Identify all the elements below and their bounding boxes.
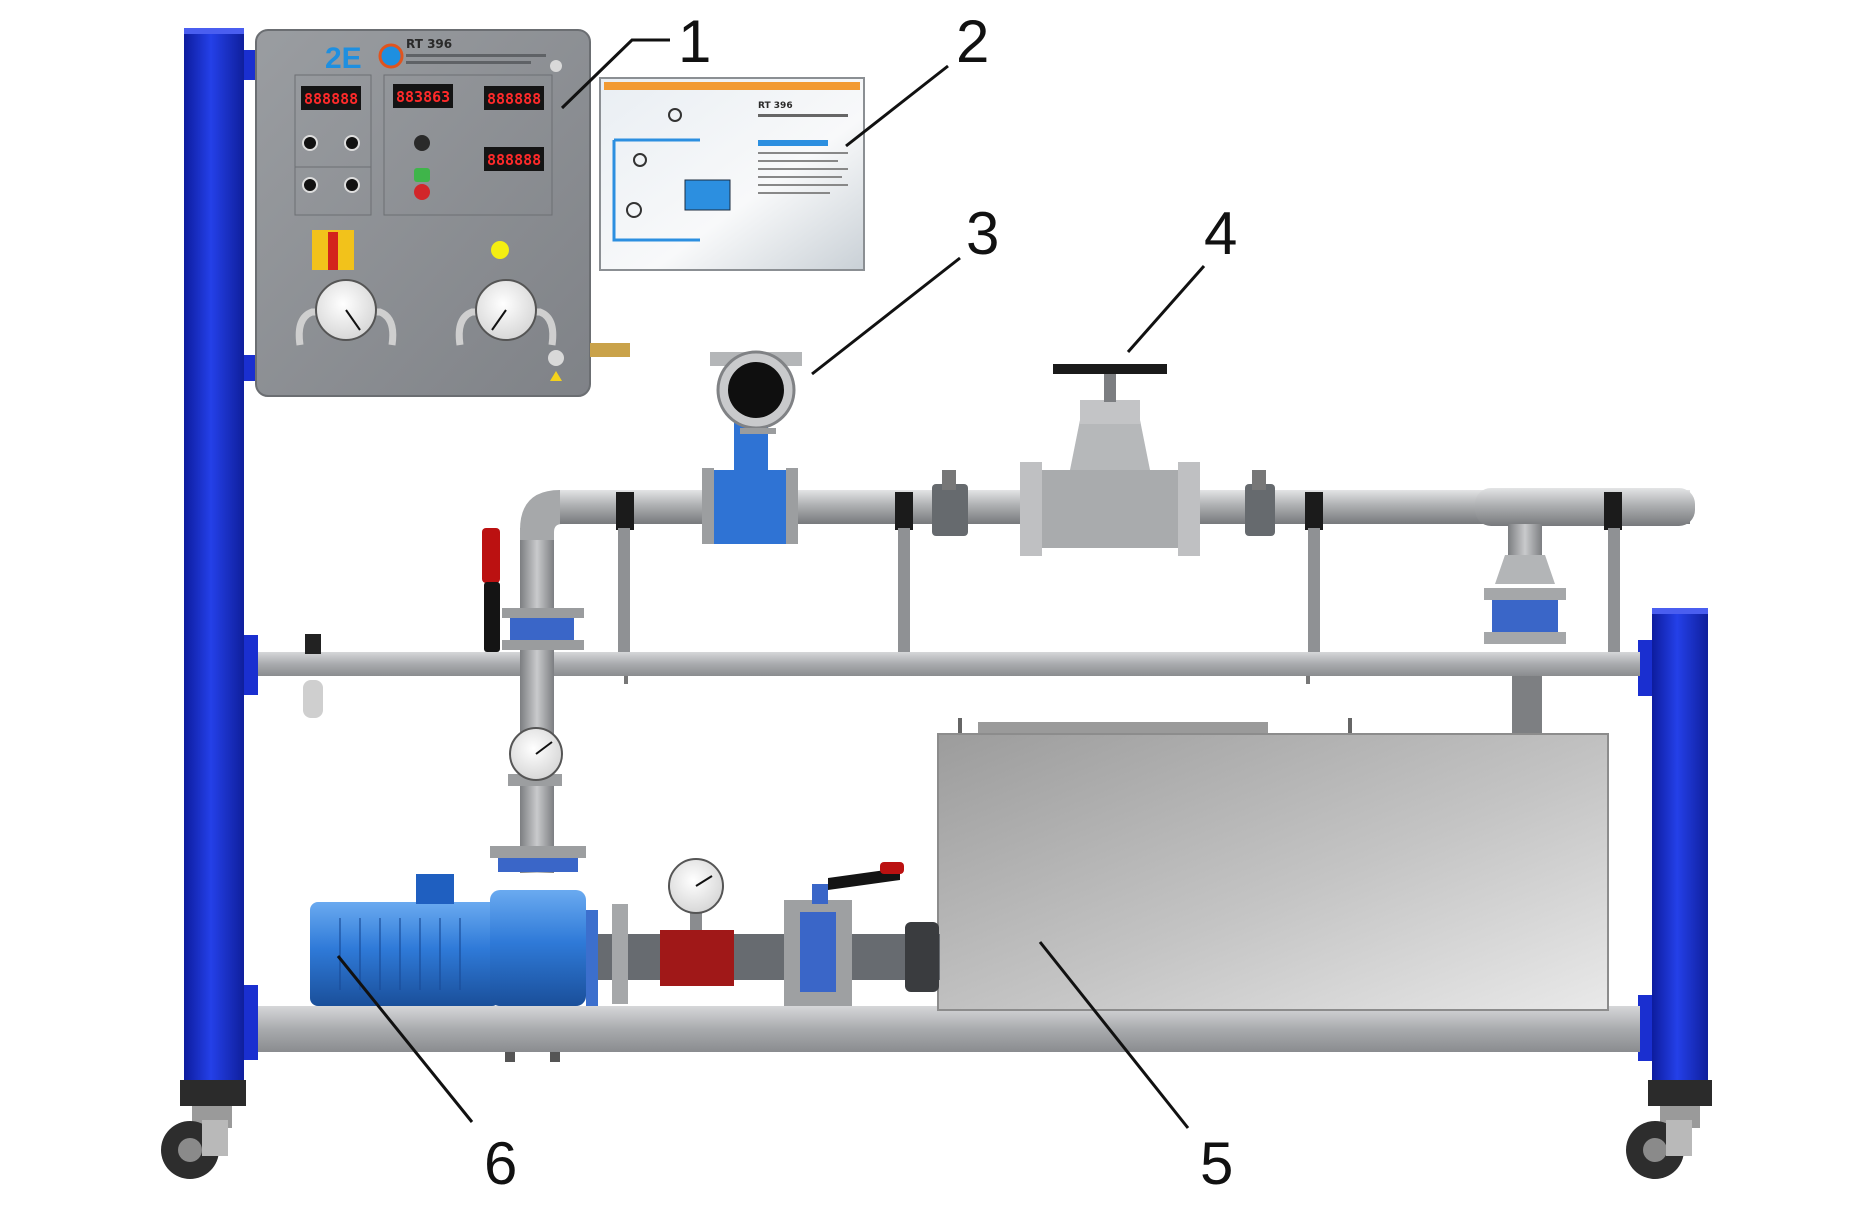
panel-socket xyxy=(302,135,318,151)
indicator-lamp xyxy=(491,241,509,259)
callout-5-label: 5 xyxy=(1200,1130,1233,1197)
globe-valve-handwheel-icon[interactable] xyxy=(1053,364,1167,374)
suction-pipe xyxy=(590,900,940,1006)
frame-filter xyxy=(303,634,323,718)
pump-flange xyxy=(490,846,586,872)
right-caster-wheel xyxy=(1626,1106,1700,1179)
svg-text:888888: 888888 xyxy=(304,90,358,108)
flowmeter-display-icon xyxy=(728,362,784,418)
display-3 xyxy=(484,86,544,110)
globe-valve[interactable] xyxy=(1020,364,1200,556)
callout-6-label: 6 xyxy=(484,1130,517,1197)
pipe-supports xyxy=(618,528,1620,652)
left-caster-wheel xyxy=(161,1106,232,1179)
panel-logo-drop-icon xyxy=(378,43,404,69)
callout-5: 5 xyxy=(1038,941,1233,1197)
callout-1-label: 1 xyxy=(678,8,711,75)
panel-socket xyxy=(344,177,360,193)
callout-2-label: 2 xyxy=(956,8,989,75)
callout-6: 6 xyxy=(336,955,517,1197)
callout-2: 2 xyxy=(845,8,989,148)
panel-brand-logo: 2E xyxy=(325,42,362,75)
panel-model-label: RT 396 xyxy=(406,37,452,51)
differential-pressure-gauge-left xyxy=(295,279,397,346)
pump-motor xyxy=(310,874,598,1006)
union-couplings xyxy=(932,470,1275,536)
svg-text:883863: 883863 xyxy=(396,88,450,106)
start-button[interactable] xyxy=(414,168,430,182)
screen-valve-icon xyxy=(668,108,682,122)
upper-frame-bar xyxy=(258,652,1640,684)
control-panel: 2E RT 396 888888 883863 888888 888888 xyxy=(255,29,630,397)
screen-pump-icon xyxy=(626,202,642,218)
lower-frame-bar xyxy=(258,1006,1640,1062)
panel-socket xyxy=(302,177,318,193)
display-2 xyxy=(393,84,453,108)
potentiometer-knob[interactable] xyxy=(414,135,430,151)
left-riser-pipe xyxy=(502,490,584,873)
water-tank xyxy=(937,718,1609,1011)
differential-pressure-gauge-right xyxy=(455,279,557,346)
left-frame-post xyxy=(180,28,258,1106)
screen-gauge-icon xyxy=(633,153,647,167)
callout-4: 4 xyxy=(1126,200,1237,353)
callout-3-label: 3 xyxy=(966,200,999,267)
right-frame-post xyxy=(1638,608,1712,1106)
callout-1: 1 xyxy=(560,8,711,110)
warning-icon xyxy=(550,371,562,381)
screen-tank-icon xyxy=(684,179,731,211)
air-connector xyxy=(590,343,630,357)
right-downpipe xyxy=(1484,524,1566,734)
svg-text:888888: 888888 xyxy=(487,151,541,169)
display-1 xyxy=(301,86,361,110)
callout-4-label: 4 xyxy=(1204,200,1237,267)
callout-3: 3 xyxy=(811,200,999,376)
screen-title: RT 396 xyxy=(758,101,793,111)
suction-ball-valve[interactable] xyxy=(812,862,904,904)
svg-text:888888: 888888 xyxy=(487,90,541,108)
touch-screen: RT 396 xyxy=(599,77,865,271)
riser-ball-valve[interactable] xyxy=(482,528,500,652)
electromagnetic-flowmeter xyxy=(702,350,802,544)
panel-socket xyxy=(344,135,360,151)
suction-gauge xyxy=(668,858,724,930)
pump-outlet-gauge xyxy=(508,727,563,786)
stop-button[interactable] xyxy=(414,184,430,200)
display-4 xyxy=(484,147,544,171)
